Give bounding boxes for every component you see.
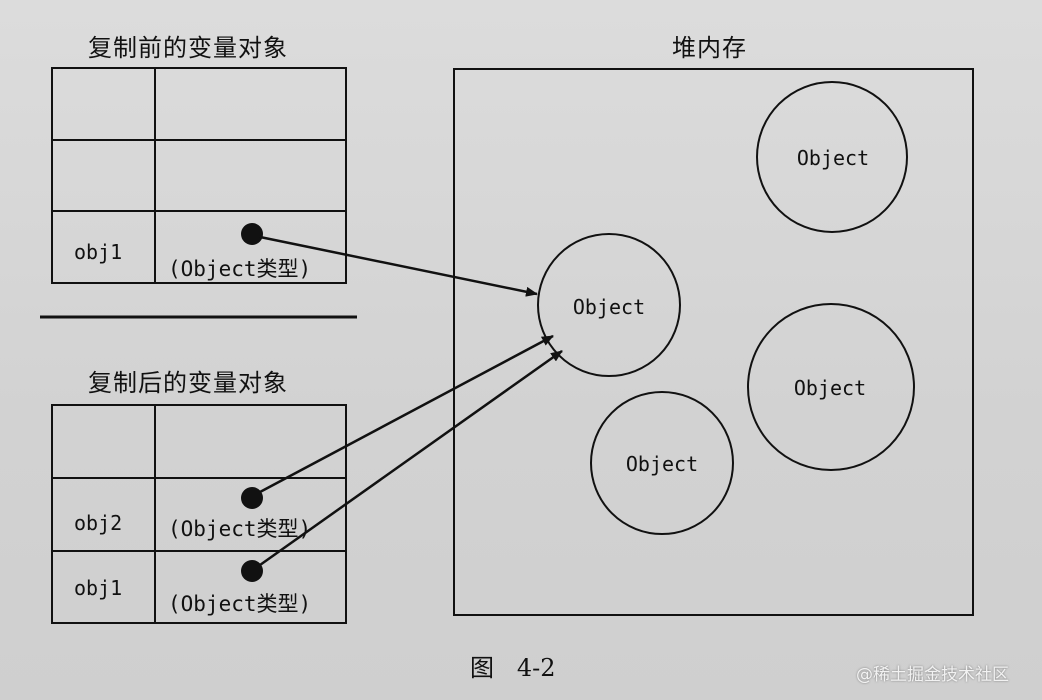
before-row-3-name: obj1: [74, 240, 123, 264]
after-row-2-name: obj2: [74, 511, 123, 535]
arrow-after-obj1: [259, 349, 563, 567]
pointer-dot-after-obj2: [241, 487, 263, 509]
before-title: 复制前的变量对象: [88, 34, 288, 62]
after-row-2-value: (Object类型): [168, 517, 312, 541]
before-row-3-value: (Object类型): [168, 257, 312, 281]
heap-object-label-right: Object: [793, 376, 867, 400]
arrow-before-obj1: [259, 235, 538, 297]
heap-object-circle-top-right: [756, 81, 908, 233]
heap-title: 堆内存: [672, 34, 747, 62]
after-row-3-value: (Object类型): [168, 592, 312, 616]
heap-object-label-bottom: Object: [625, 452, 699, 476]
watermark-text: @稀土掘金技术社区: [856, 665, 1009, 685]
after-title: 复制后的变量对象: [88, 369, 288, 397]
heap-object-circle-right: [747, 303, 915, 471]
heap-object-label-top-right: Object: [796, 146, 870, 170]
figure-caption: 图 4-2: [470, 654, 556, 682]
arrow-after-obj2: [259, 334, 554, 494]
pointer-dot-before-obj1: [241, 223, 263, 245]
heap-object-circle-bottom: [590, 391, 734, 535]
before-table: [51, 67, 347, 284]
heap-object-label-target: Object: [572, 295, 646, 319]
pointer-dot-after-obj1: [241, 560, 263, 582]
after-table: [51, 404, 347, 624]
heap-box: [453, 68, 974, 616]
heap-object-circle-target: [537, 233, 681, 377]
after-row-3-name: obj1: [74, 576, 123, 600]
